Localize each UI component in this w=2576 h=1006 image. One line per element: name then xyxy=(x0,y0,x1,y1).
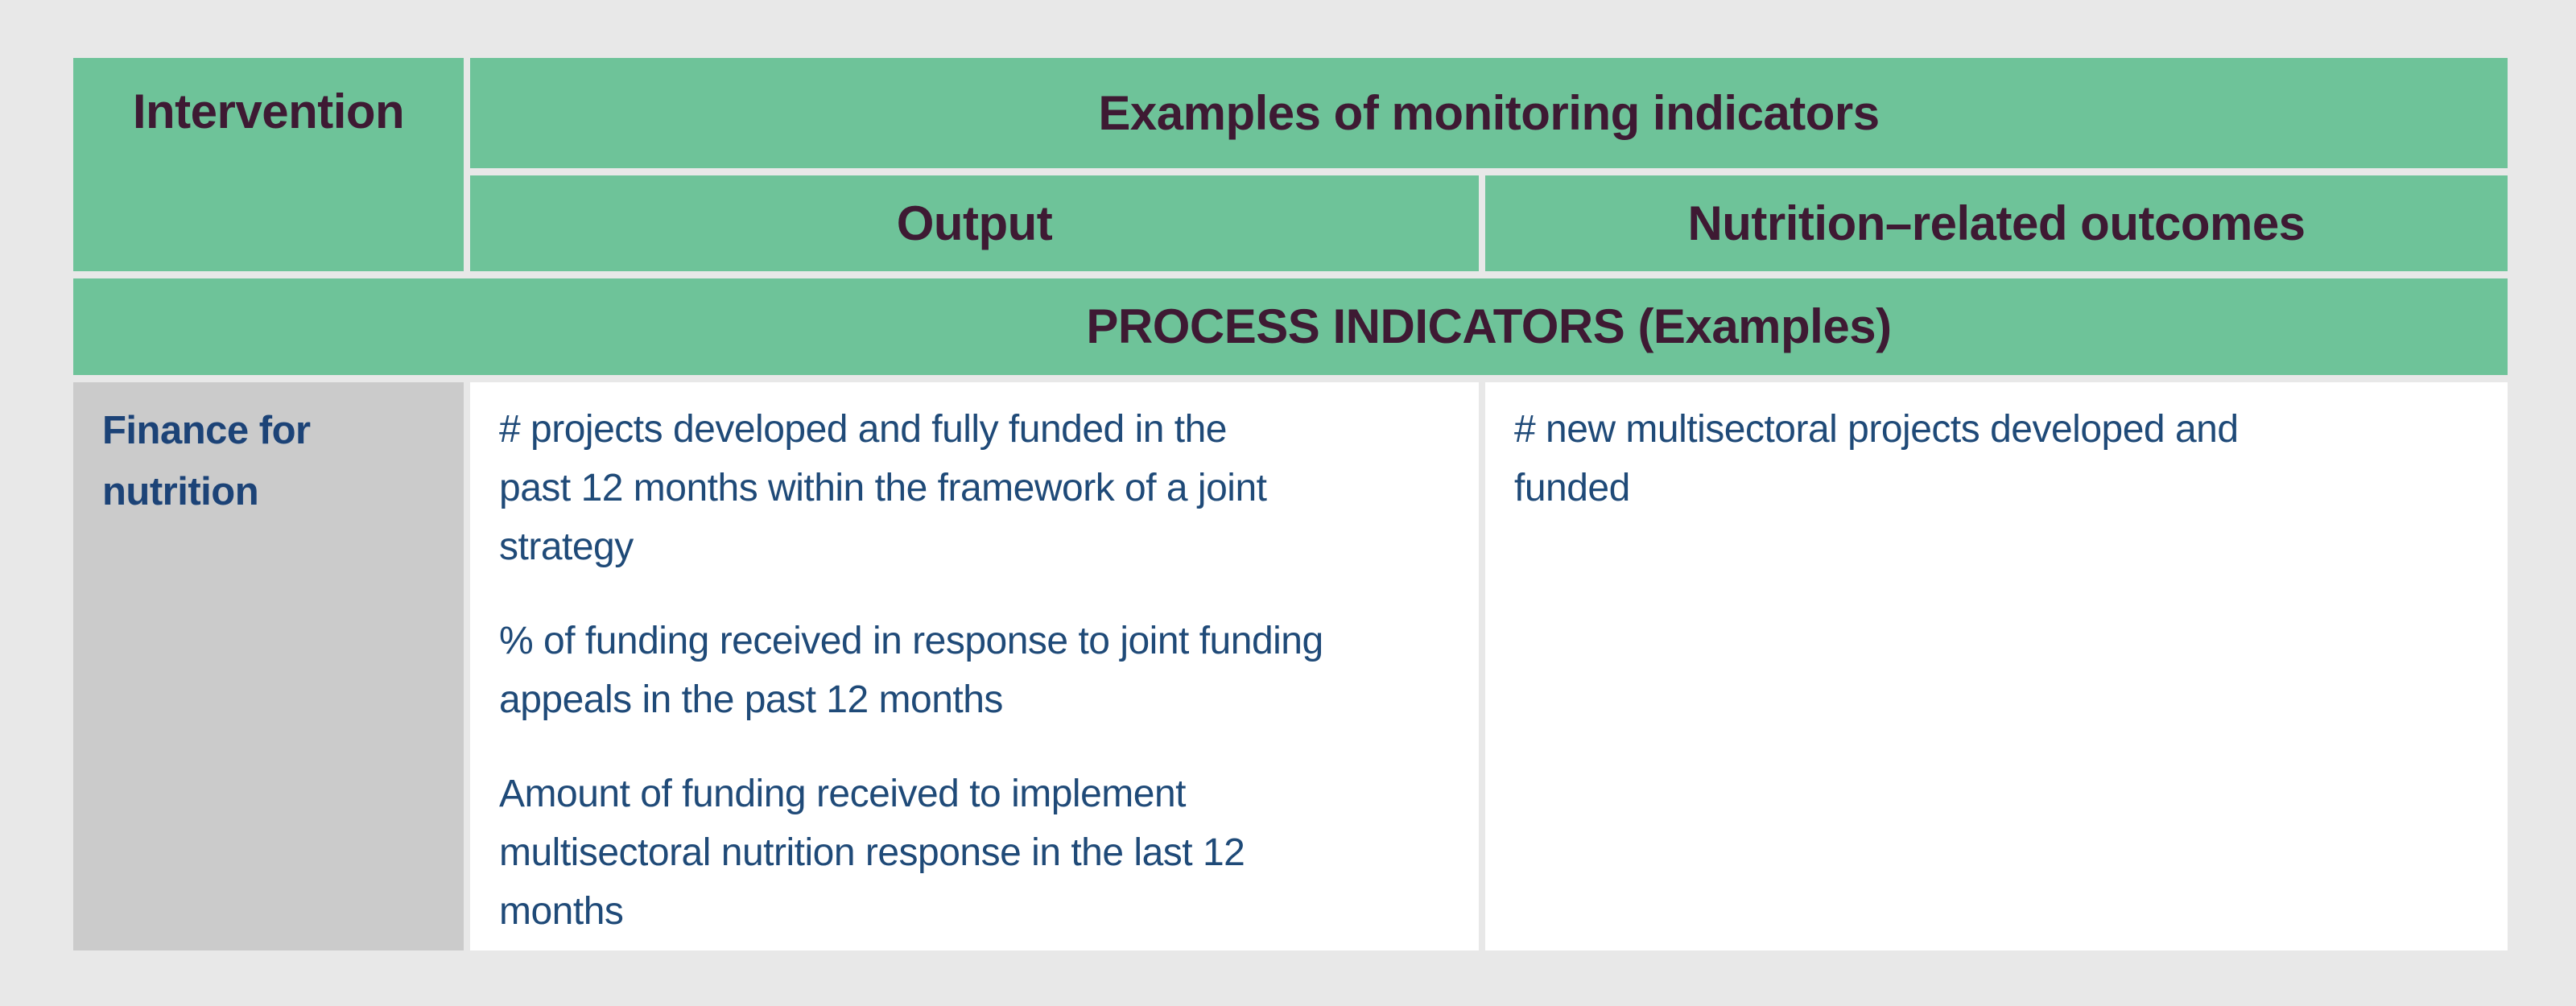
intervention-header-cell: Intervention xyxy=(73,58,464,271)
output-header-label: Output xyxy=(896,196,1053,250)
output-indicator-paragraph: # projects developed and fully funded in… xyxy=(499,408,1267,568)
output-indicator-paragraph: % of funding received in response to joi… xyxy=(499,620,1323,721)
output-indicator-paragraph: Amount of funding received to implement … xyxy=(499,773,1245,933)
process-indicators-banner-cell: PROCESS INDICATORS (Examples) xyxy=(73,278,2508,375)
examples-header-label: Examples of monitoring indicators xyxy=(1098,85,1880,140)
output-indicators-cell: # projects developed and fully funded in… xyxy=(470,382,1479,950)
outcome-indicators-cell: # new multisectoral projects developed a… xyxy=(1485,382,2508,950)
examples-header-cell: Examples of monitoring indicators xyxy=(470,58,2508,168)
output-header-cell: Output xyxy=(470,175,1479,271)
outcome-indicator-paragraph: # new multisectoral projects developed a… xyxy=(1514,408,2239,509)
monitoring-indicators-table: Intervention Examples of monitoring indi… xyxy=(73,58,2508,950)
finance-row-label: Finance for nutrition xyxy=(102,409,311,513)
finance-row-label-cell: Finance for nutrition xyxy=(73,382,464,950)
process-indicators-banner-label: PROCESS INDICATORS (Examples) xyxy=(1086,299,1892,353)
outcomes-header-label: Nutrition–related outcomes xyxy=(1687,196,2306,250)
intervention-header-label: Intervention xyxy=(132,85,405,138)
outcomes-header-cell: Nutrition–related outcomes xyxy=(1485,175,2508,271)
